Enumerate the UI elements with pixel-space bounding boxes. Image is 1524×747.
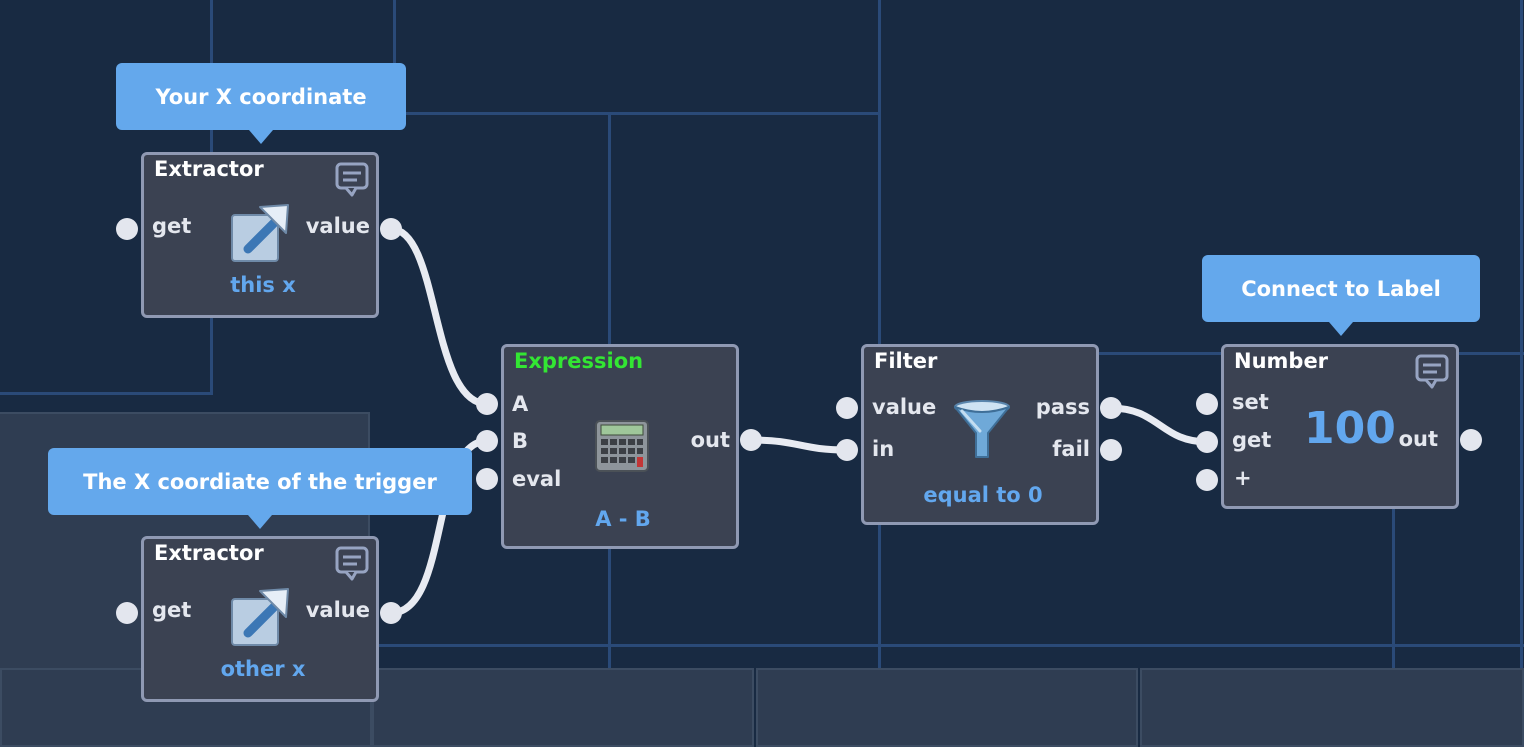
grid-line bbox=[370, 644, 1524, 647]
input-port-get[interactable] bbox=[116, 602, 138, 624]
grid-line bbox=[1392, 508, 1395, 670]
grid-line bbox=[393, 0, 396, 115]
port-label-fail: fail bbox=[1052, 437, 1090, 461]
input-port-value[interactable] bbox=[836, 397, 858, 419]
comment-text: Your X coordinate bbox=[155, 84, 367, 109]
comment-icon[interactable] bbox=[334, 545, 370, 581]
port-label-set: set bbox=[1232, 390, 1269, 414]
extractor-node-1[interactable]: Extractor get value this x bbox=[141, 152, 379, 318]
input-port-set[interactable] bbox=[1196, 393, 1218, 415]
input-port-b[interactable] bbox=[476, 430, 498, 452]
number-value: 100 bbox=[1304, 403, 1396, 454]
wire-expression-to-filter bbox=[747, 436, 851, 454]
output-port-value[interactable] bbox=[380, 602, 402, 624]
port-label-pass: pass bbox=[1035, 395, 1090, 419]
filter-subtitle: equal to 0 bbox=[923, 483, 1043, 507]
number-node[interactable]: Number set get + out 100 bbox=[1221, 344, 1459, 509]
port-label-value: value bbox=[305, 214, 370, 238]
grid-line bbox=[878, 0, 881, 670]
node-title: Filter bbox=[874, 349, 938, 373]
grid-line bbox=[393, 112, 881, 115]
bottom-panel bbox=[1140, 668, 1524, 747]
comment-icon[interactable] bbox=[334, 161, 370, 197]
filter-node[interactable]: Filter value in pass fail equal to 0 bbox=[861, 344, 1099, 525]
port-label-out: out bbox=[690, 428, 730, 452]
extractor-subtitle: this x bbox=[230, 273, 296, 297]
port-label-plus: + bbox=[1234, 466, 1252, 490]
input-port-plus[interactable] bbox=[1196, 469, 1218, 491]
port-label-eval: eval bbox=[512, 467, 562, 491]
input-port-get[interactable] bbox=[116, 218, 138, 240]
output-port-value[interactable] bbox=[380, 218, 402, 240]
input-port-a[interactable] bbox=[476, 393, 498, 415]
comment-bubble-number[interactable]: Connect to Label bbox=[1202, 255, 1480, 336]
grid-line bbox=[1520, 0, 1523, 670]
port-label-value: value bbox=[872, 395, 937, 419]
comment-text: The X coordiate of the trigger bbox=[83, 469, 437, 494]
arrow-up-right-icon bbox=[231, 588, 289, 646]
comment-icon[interactable] bbox=[1414, 353, 1450, 389]
port-label-get: get bbox=[1232, 428, 1272, 452]
output-port-pass[interactable] bbox=[1100, 397, 1122, 419]
output-port-out[interactable] bbox=[1460, 429, 1482, 451]
output-port-fail[interactable] bbox=[1100, 439, 1122, 461]
grid-line bbox=[0, 392, 213, 395]
expression-subtitle: A - B bbox=[595, 507, 651, 531]
output-port-out[interactable] bbox=[740, 429, 762, 451]
comment-bubble-extractor-2[interactable]: The X coordiate of the trigger bbox=[48, 448, 472, 529]
port-label-get: get bbox=[152, 598, 192, 622]
wire-extractor1-to-expression-a bbox=[387, 225, 491, 408]
funnel-icon bbox=[954, 400, 1010, 458]
input-port-get[interactable] bbox=[1196, 431, 1218, 453]
extractor-subtitle: other x bbox=[220, 657, 306, 681]
node-title: Extractor bbox=[154, 541, 264, 565]
port-label-in: in bbox=[872, 437, 895, 461]
bottom-panel bbox=[756, 668, 1138, 747]
port-label-b: B bbox=[512, 429, 529, 453]
wire-filter-to-number bbox=[1106, 404, 1212, 446]
expression-node[interactable]: Expression A B eval out A - B bbox=[501, 344, 739, 549]
input-port-in[interactable] bbox=[836, 439, 858, 461]
node-title: Extractor bbox=[154, 157, 264, 181]
input-port-eval[interactable] bbox=[476, 468, 498, 490]
node-title: Number bbox=[1234, 349, 1329, 373]
port-label-out: out bbox=[1398, 427, 1438, 451]
comment-bubble-extractor-1[interactable]: Your X coordinate bbox=[116, 63, 406, 144]
port-label-a: A bbox=[512, 392, 529, 416]
port-label-get: get bbox=[152, 214, 192, 238]
node-title: Expression bbox=[514, 349, 644, 373]
calculator-icon bbox=[595, 420, 649, 472]
comment-text: Connect to Label bbox=[1241, 276, 1441, 301]
bottom-panel bbox=[372, 668, 754, 747]
extractor-node-2[interactable]: Extractor get value other x bbox=[141, 536, 379, 702]
port-label-value: value bbox=[305, 598, 370, 622]
arrow-up-right-icon bbox=[231, 204, 289, 262]
